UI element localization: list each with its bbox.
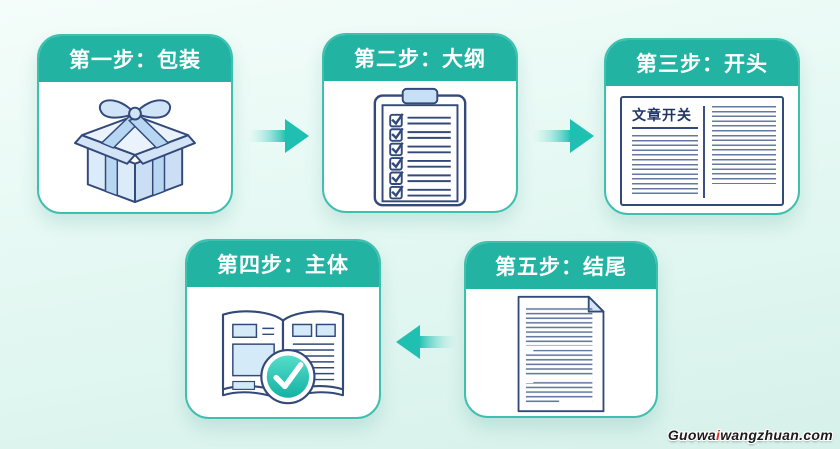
open-book-checkmark-icon [221,310,345,405]
gift-box-icon [74,99,196,204]
step-card-4: 第四步：主体 [185,239,381,419]
step-1-header: 第一步：包装 [39,36,231,82]
watermark-prefix: Guowa [667,427,716,443]
arrow-step1-to-step2 [249,119,309,153]
step-card-1: 第一步：包装 [37,34,233,214]
right-column-textlines [712,105,776,184]
left-column-textlines [632,134,698,197]
arrow-step2-to-step3 [534,119,594,153]
step-4-body [187,287,379,417]
step-5-header: 第五步：结尾 [466,243,656,289]
article-heading: 文章开关 [632,106,692,123]
checklist-icon [373,87,467,206]
site-watermark: Guowaiwangzhuan.com [668,427,833,443]
watermark-suffix: wangzhuan.com [720,427,833,443]
step-card-3: 第三步：开头 文章开关 [604,38,800,215]
step-1-body [39,82,231,212]
step-2-body [324,81,516,211]
heading-underline [632,126,698,129]
step-4-header: 第四步：主体 [187,241,379,287]
step-5-body [466,289,656,416]
step-3-header: 第三步：开头 [606,40,798,86]
step-card-5: 第五步：结尾 [464,241,658,418]
step-card-2: 第二步：大纲 [322,33,518,213]
step-3-body: 文章开关 [606,86,798,213]
column-divider [703,105,705,198]
arrow-step5-to-step4 [396,325,456,359]
watermark-highlight: i [716,427,721,443]
document-page-icon [517,295,605,412]
step-2-header: 第二步：大纲 [324,35,516,81]
article-document-icon: 文章开关 [620,95,784,206]
